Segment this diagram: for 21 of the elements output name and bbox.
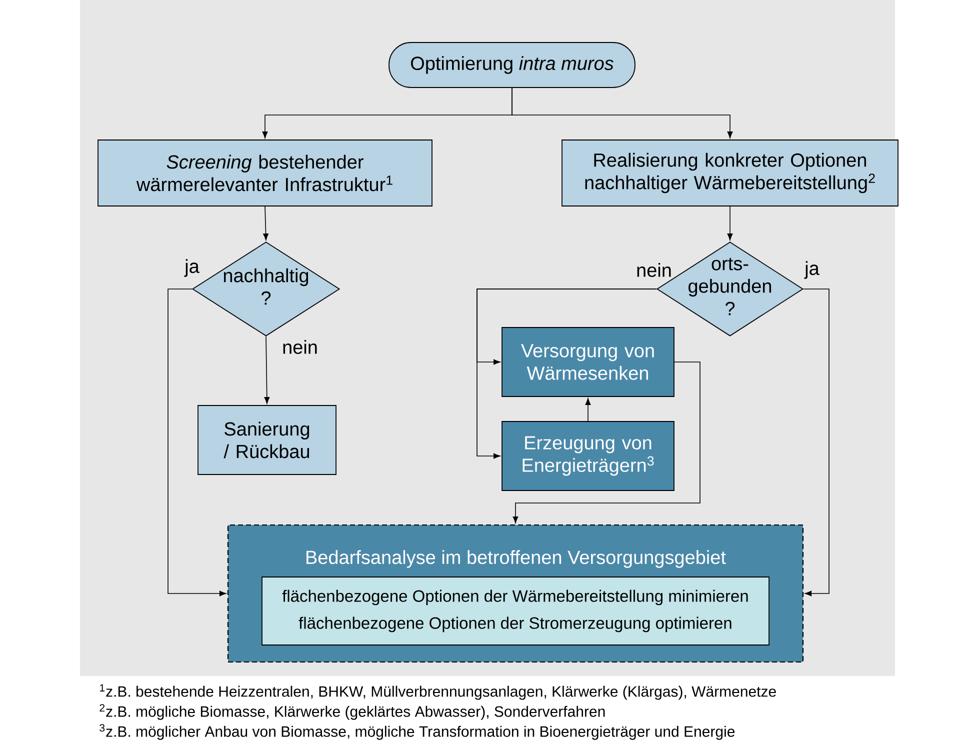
flow-arrow xyxy=(264,336,270,404)
flow-arrow xyxy=(727,206,733,240)
process-box: Sanierung / Rückbau xyxy=(198,405,336,475)
objective-box: flächenbezogene Optionen der Wärmebereitstellung minimieren flächenbezogene Optionen der Stromerzeugung optimieren xyxy=(262,576,770,646)
flow-arrow xyxy=(263,206,268,240)
flow-arrow xyxy=(803,288,830,596)
flow-arrow xyxy=(512,88,733,138)
process-box: Realisierung konkreter Optionen nachhaltiger Wärmebereitstellung$^{2}$ xyxy=(562,140,898,206)
process-box: Versorgung von Wärmesenken xyxy=(502,327,674,397)
start-terminal: Optimierung intra muros xyxy=(388,42,636,88)
process-box: Screening bestehender wärmerelevanter Infrastruktur$^{1}$ xyxy=(98,140,432,206)
flow-arrow xyxy=(512,362,700,524)
flow-arrow xyxy=(585,398,591,422)
process-box: Erzeugung von Energieträgern$^{3}$ xyxy=(502,421,674,491)
footnote: $^{2}$z.B. mögliche Biomasse, Klärwerke (geklärtes Abwasser), Sonderverfahren xyxy=(100,704,605,720)
edge-label: nein xyxy=(281,339,319,355)
flow-arrow xyxy=(476,288,657,459)
flow-arrow xyxy=(168,288,226,596)
edge-label: ja xyxy=(804,260,820,280)
footnote: $^{3}$z.B. möglicher Anbau von Biomasse, mögliche Transformation in Bioenergieträger und Energie xyxy=(100,724,735,740)
footnote: $^{1}$z.B. bestehende Heizzentralen, BHKW, Müllverbrennungsanlagen, Klärwerke (Klärgas), Wärmenetze xyxy=(100,684,776,700)
